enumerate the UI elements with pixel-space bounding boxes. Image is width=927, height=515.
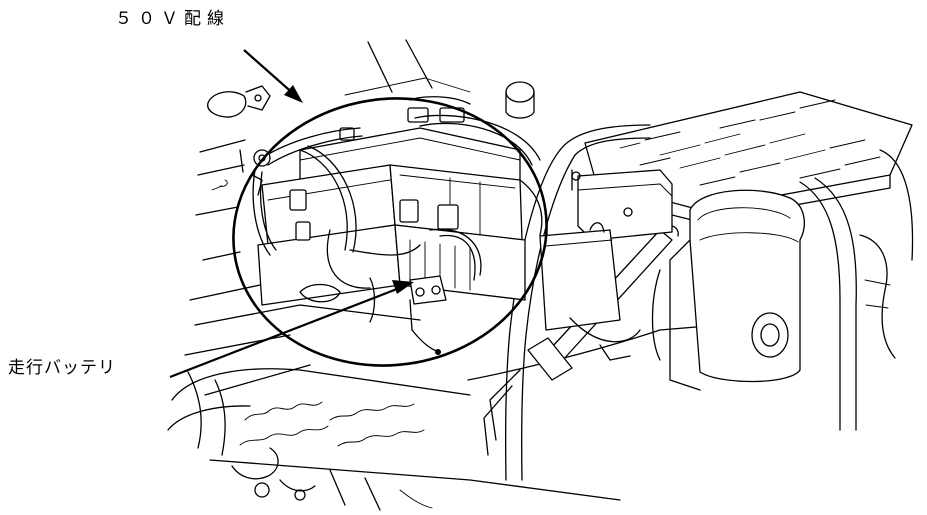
roll-bar: [467, 124, 914, 481]
battery-box-right: [539, 222, 641, 361]
crawler-track: [167, 368, 621, 511]
bracket-part: [207, 85, 271, 118]
drive-battery-label: 走行バッテリ: [8, 358, 116, 378]
hood-lines: [344, 39, 471, 96]
left-frame: [184, 139, 421, 396]
relay-box: [571, 169, 673, 241]
air-cleaner: [651, 189, 896, 391]
battery-assembly: [251, 81, 543, 355]
leader-arrow-battery: [169, 280, 414, 379]
leader-arrow-wiring: [243, 49, 303, 103]
highlight-ellipse: [232, 97, 548, 367]
wiring-50v-label: ５０Ｖ配線: [115, 9, 230, 29]
